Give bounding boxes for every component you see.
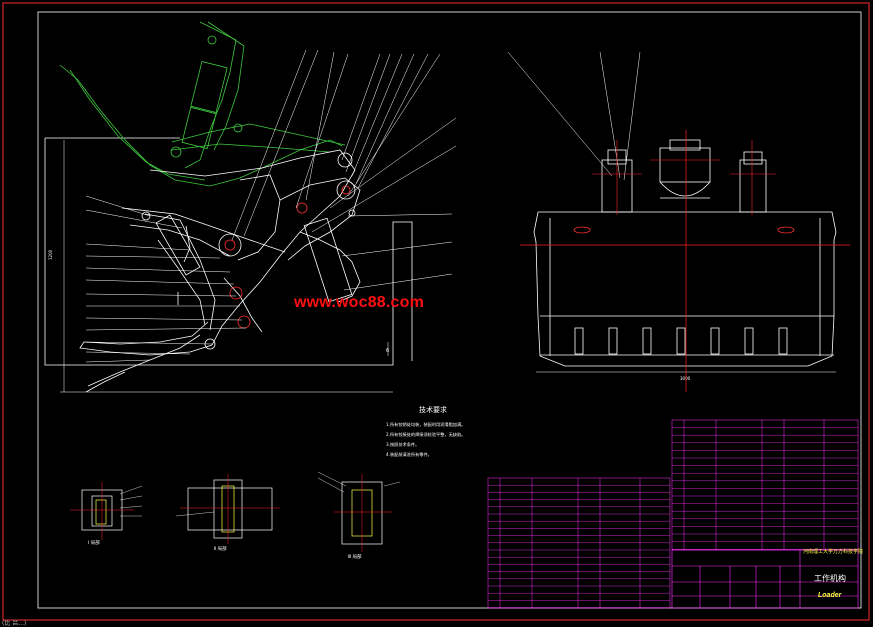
detail-view-c: [317, 471, 401, 552]
bom-table-right: [671, 419, 859, 551]
inner-frame: [37, 11, 862, 609]
bucket-teeth: [574, 327, 788, 355]
status-bar-text: (比 吕...): [2, 620, 27, 627]
hydraulic-cylinder: [59, 21, 346, 187]
technical-note: 1.所有铰销处均装，装配时用润滑脂加满。: [386, 422, 466, 427]
title-block-university: 河南理工大学万方科技学院: [803, 549, 864, 555]
detail-view-label: Ⅱ 局部: [214, 547, 227, 552]
technical-note: 3.按照技术条件。: [386, 442, 420, 447]
title-block: [671, 549, 859, 609]
side-view: 1200: [44, 21, 457, 393]
svg-text:6: 6: [386, 348, 389, 354]
detail-view-b: [175, 474, 280, 544]
title-block-drawing-title: 工作机构: [814, 574, 846, 583]
watermark-text: www.woc88.com: [294, 294, 425, 311]
technical-requirements-heading: 技术要求: [419, 406, 447, 414]
svg-text:3000: 3000: [680, 376, 691, 381]
detail-view-label: Ⅰ 局部: [88, 541, 100, 546]
technical-note: 4.装配前清洗所有零件。: [386, 452, 432, 457]
detail-view-label: Ⅲ 局部: [348, 555, 362, 560]
front-view: 3000: [507, 51, 850, 392]
detail-view-a: [70, 482, 143, 540]
title-block-drawing-name: Loader: [818, 592, 842, 599]
bom-rows: [488, 427, 858, 608]
svg-text:1200: 1200: [48, 249, 53, 260]
technical-note: 2.所有铰接处的焊接须检验平整，无缺陷。: [386, 432, 466, 437]
callout-leaders: [85, 49, 457, 363]
